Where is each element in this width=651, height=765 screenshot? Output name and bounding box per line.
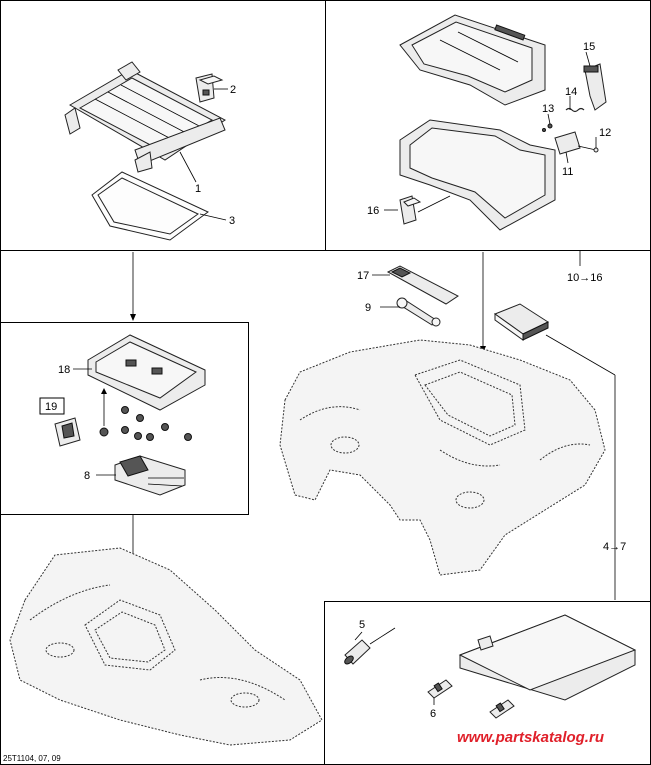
leader-lines-top-right — [384, 51, 597, 213]
callout-9: 9 — [365, 302, 371, 314]
front-fender-body — [9, 547, 323, 746]
callout-11: 11 — [562, 166, 573, 178]
callout-18: 18 — [58, 364, 70, 376]
callout-4-to-7: 4→7 — [603, 541, 626, 553]
storage-bag[interactable] — [493, 303, 550, 341]
callout-16: 16 — [367, 205, 379, 217]
wrench-part-9[interactable] — [396, 297, 441, 327]
callout-17: 17 — [357, 270, 369, 282]
manual-kit[interactable] — [458, 614, 637, 701]
fasteners[interactable] — [99, 406, 192, 441]
callout-13: 13 — [542, 103, 554, 115]
fuse-parts-6[interactable] — [427, 679, 515, 719]
module-part-8[interactable] — [114, 455, 186, 496]
leader-lines-bottom-right — [354, 631, 435, 705]
callout-14: 14 — [565, 86, 577, 98]
spring-part-14[interactable] — [565, 107, 585, 113]
clip-part-19[interactable] — [54, 417, 81, 447]
callout-10-to-16: 10→16 — [567, 272, 602, 284]
bar-part-17[interactable] — [386, 265, 459, 305]
callout-19: 19 — [45, 401, 57, 413]
latch-part-15[interactable] — [583, 63, 607, 111]
panel-18-box — [0, 322, 249, 515]
rear-fender-body — [279, 339, 606, 576]
storage-lid[interactable] — [399, 14, 546, 106]
watermark: www.partskatalog.ru — [457, 729, 604, 746]
leader-lines-top-left — [179, 88, 228, 221]
rear-rack-part-1[interactable] — [64, 61, 226, 173]
callout-15: 15 — [583, 41, 595, 53]
diagram-reference: 25T1104, 07, 09 — [3, 754, 61, 763]
leader-lines-mid-right — [372, 274, 400, 308]
storage-tray[interactable] — [399, 119, 556, 231]
callout-6: 6 — [430, 708, 436, 720]
callout-8: 8 — [84, 470, 90, 482]
seal-part-3[interactable] — [91, 171, 209, 241]
callout-19-box — [39, 397, 65, 415]
plate-part-18[interactable] — [87, 334, 206, 411]
bracket-part-16[interactable] — [399, 195, 422, 225]
latch-parts-11-13[interactable] — [542, 123, 599, 155]
leader-lines-mid-left — [73, 368, 116, 476]
callout-1: 1 — [195, 183, 201, 195]
callout-2: 2 — [230, 84, 236, 96]
callout-12: 12 — [599, 127, 611, 139]
callout-3: 3 — [229, 215, 235, 227]
tube-part-5[interactable] — [343, 627, 396, 666]
callout-5: 5 — [359, 619, 365, 631]
clip-part-2[interactable] — [195, 73, 224, 103]
